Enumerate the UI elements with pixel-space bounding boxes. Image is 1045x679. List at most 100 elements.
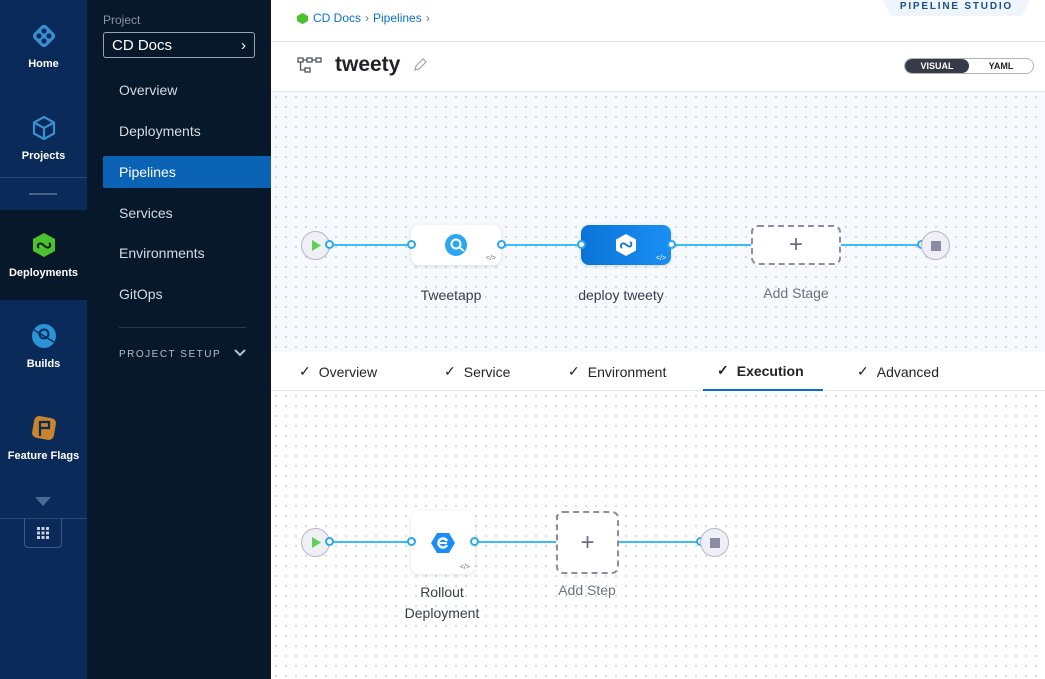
deployments-icon: [296, 12, 309, 24]
add-stage-button[interactable]: +: [751, 225, 841, 265]
edge: [619, 541, 701, 543]
nav-feature-flags-label: Feature Flags: [7, 450, 80, 462]
project-name: CD Docs: [112, 36, 173, 54]
sidebar-item-deployments[interactable]: Deployments: [119, 123, 201, 139]
tab-label: Environment: [587, 363, 667, 380]
module-nav: Home Projects Deployments Builds Feature…: [0, 0, 87, 679]
add-step-button[interactable]: +: [556, 511, 619, 574]
stop-icon: [709, 537, 720, 548]
step-label: Rollout Deployment: [405, 582, 480, 624]
execution-start: [301, 528, 330, 557]
execution-end: [700, 528, 729, 557]
sidebar-item-gitops[interactable]: GitOps: [119, 286, 163, 302]
tab-environment[interactable]: ✓ Environment: [568, 352, 666, 391]
all-modules-button[interactable]: [24, 518, 62, 548]
step-node-rollout-deployment[interactable]: </>: [411, 511, 475, 574]
tab-advanced[interactable]: ✓Advanced: [857, 352, 939, 391]
builds-icon: [31, 324, 56, 348]
project-sidebar: Project CD Docs › Overview Deployments P…: [87, 0, 271, 679]
yaml-code-icon: </>: [655, 255, 666, 262]
breadcrumb: CD Docs › Pipelines ›: [296, 11, 430, 25]
nav-builds-label: Builds: [26, 358, 61, 370]
edge: [476, 541, 556, 543]
edit-pencil-icon[interactable]: [412, 57, 428, 73]
harness-logo-icon: [32, 24, 55, 48]
sidebar-item-pipelines[interactable]: Pipelines: [103, 156, 271, 188]
tab-overview[interactable]: ✓ Overview: [299, 352, 377, 391]
project-setup-label: PROJECT SETUP: [119, 349, 222, 360]
nav-projects-label: Projects: [21, 150, 66, 162]
chevron-right-icon: ›: [241, 36, 246, 54]
stage-tabs: ✓ Overview ✓Service ✓ Environment ✓ Executi…: [271, 352, 1045, 391]
divider: [0, 518, 87, 519]
yaml-code-icon: </>: [459, 564, 470, 571]
divider: [29, 193, 57, 195]
stop-icon: [930, 240, 941, 251]
sidebar-item-services[interactable]: Services: [119, 205, 173, 221]
sidebar-item-overview[interactable]: Overview: [119, 82, 178, 98]
nav-home-label: Home: [28, 58, 59, 70]
nav-builds[interactable]: Builds: [0, 300, 87, 392]
add-stage-label: Add Stage: [763, 285, 829, 301]
port: [407, 240, 416, 249]
step-label-line: Rollout: [420, 584, 464, 600]
tab-label: Overview: [318, 363, 378, 380]
breadcrumb-separator-icon: ›: [425, 11, 430, 25]
edge: [501, 244, 581, 246]
step-label-line: Deployment: [404, 605, 480, 621]
breadcrumb-pipelines[interactable]: Pipelines: [373, 11, 422, 25]
stage-label: deploy tweety: [578, 287, 664, 303]
breadcrumb-project[interactable]: CD Docs: [313, 11, 362, 25]
plus-icon: +: [580, 528, 595, 556]
stage-canvas[interactable]: </> </> + Tweetapp deploy tweety Add Sta…: [271, 92, 1045, 352]
rollout-icon: [431, 532, 455, 553]
project-label: Project: [103, 13, 141, 27]
project-setup-toggle[interactable]: PROJECT SETUP: [119, 349, 246, 360]
stage-node-tweetapp[interactable]: </>: [411, 225, 501, 265]
tab-label: Execution: [736, 362, 804, 379]
yaml-code-icon: </>: [485, 255, 496, 262]
port: [577, 240, 586, 249]
stage-node-deploy-tweety[interactable]: </>: [581, 225, 671, 265]
check-icon: ✓: [568, 363, 580, 379]
nav-projects[interactable]: Projects: [0, 92, 87, 184]
grid-icon: [37, 526, 49, 539]
tab-label: Advanced: [876, 363, 940, 380]
pipeline-studio-badge: PIPELINE STUDIO: [881, 0, 1031, 16]
divider: [0, 177, 87, 178]
page-title: tweety: [297, 53, 428, 77]
pipeline-name: tweety: [335, 53, 401, 76]
port: [497, 240, 506, 249]
port: [667, 240, 676, 249]
execution-canvas[interactable]: </> + Rollout Deployment Add Step: [271, 391, 1045, 679]
edge: [671, 244, 751, 246]
sidebar-item-environments[interactable]: Environments: [119, 245, 205, 261]
tab-service[interactable]: ✓Service: [444, 352, 510, 391]
check-icon: ✓: [299, 363, 311, 379]
breadcrumb-separator-icon: ›: [365, 11, 370, 25]
check-icon: ✓: [717, 362, 729, 378]
divider: [119, 327, 246, 328]
play-icon: [311, 537, 321, 548]
deployments-icon: [616, 234, 636, 256]
nav-deployments[interactable]: Deployments: [0, 210, 87, 300]
more-modules-caret-icon[interactable]: [35, 497, 51, 506]
yaml-toggle[interactable]: YAML: [988, 61, 1014, 71]
port: [470, 537, 479, 546]
tab-execution[interactable]: ✓ Execution: [703, 352, 823, 391]
chevron-down-icon: [234, 349, 246, 357]
play-icon: [311, 240, 321, 251]
visual-toggle[interactable]: VISUAL: [905, 59, 969, 73]
view-mode-toggle: VISUAL YAML: [904, 58, 1034, 74]
pipeline-end: [921, 231, 950, 260]
edge: [841, 244, 921, 246]
edge: [329, 541, 411, 543]
port: [325, 240, 334, 249]
port: [407, 537, 416, 546]
edge: [329, 244, 411, 246]
port: [325, 537, 334, 546]
nav-home[interactable]: Home: [0, 0, 87, 92]
project-selector[interactable]: CD Docs ›: [103, 32, 255, 58]
nav-feature-flags[interactable]: Feature Flags: [0, 392, 87, 484]
deployments-icon: [32, 233, 55, 257]
